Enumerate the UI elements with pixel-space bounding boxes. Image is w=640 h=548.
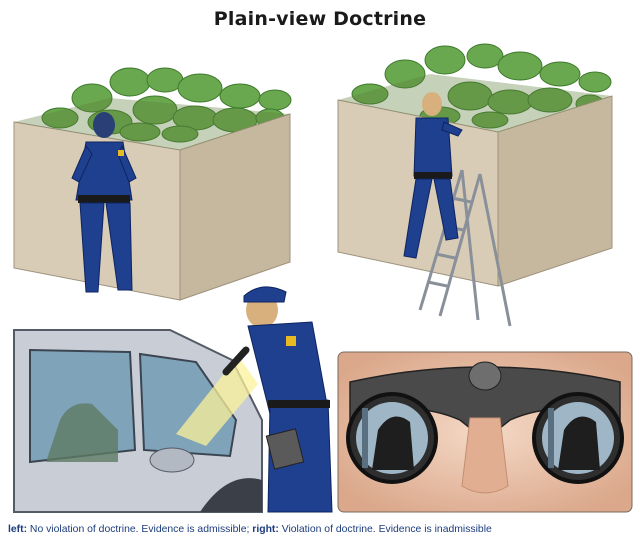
panel-top-left [13,67,292,301]
wall-right-side [497,95,613,287]
officer-on-ladder [403,92,463,259]
car-mirror [149,447,195,473]
flashlight-beam [176,356,258,446]
caption-right-text: Violation of doctrine. Evidence is inadm… [278,524,492,535]
caption-left-label: left: [8,524,28,535]
binocular-knob [468,361,502,391]
panel-bottom-right [337,351,633,513]
diagram-title: Plain-view Doctrine [213,8,427,30]
caption: left: No violation of doctrine. Evidence… [8,524,636,535]
car-driver [46,403,118,462]
panel-top-right [337,43,613,327]
wall-left-top [14,98,290,150]
wall-left-side [179,113,291,301]
officer-flashlight [222,286,333,513]
lens-left [346,392,438,484]
ladder [418,169,512,327]
panel-bottom-left [13,286,333,513]
car-wheel-arch [200,478,262,512]
caption-left-text: No violation of doctrine. Evidence is ad… [27,524,253,535]
officer-standing [71,112,137,293]
lens-right [532,392,624,484]
wall-right-top [338,74,612,132]
nose [461,417,509,494]
caption-right-label: right: [252,524,279,535]
